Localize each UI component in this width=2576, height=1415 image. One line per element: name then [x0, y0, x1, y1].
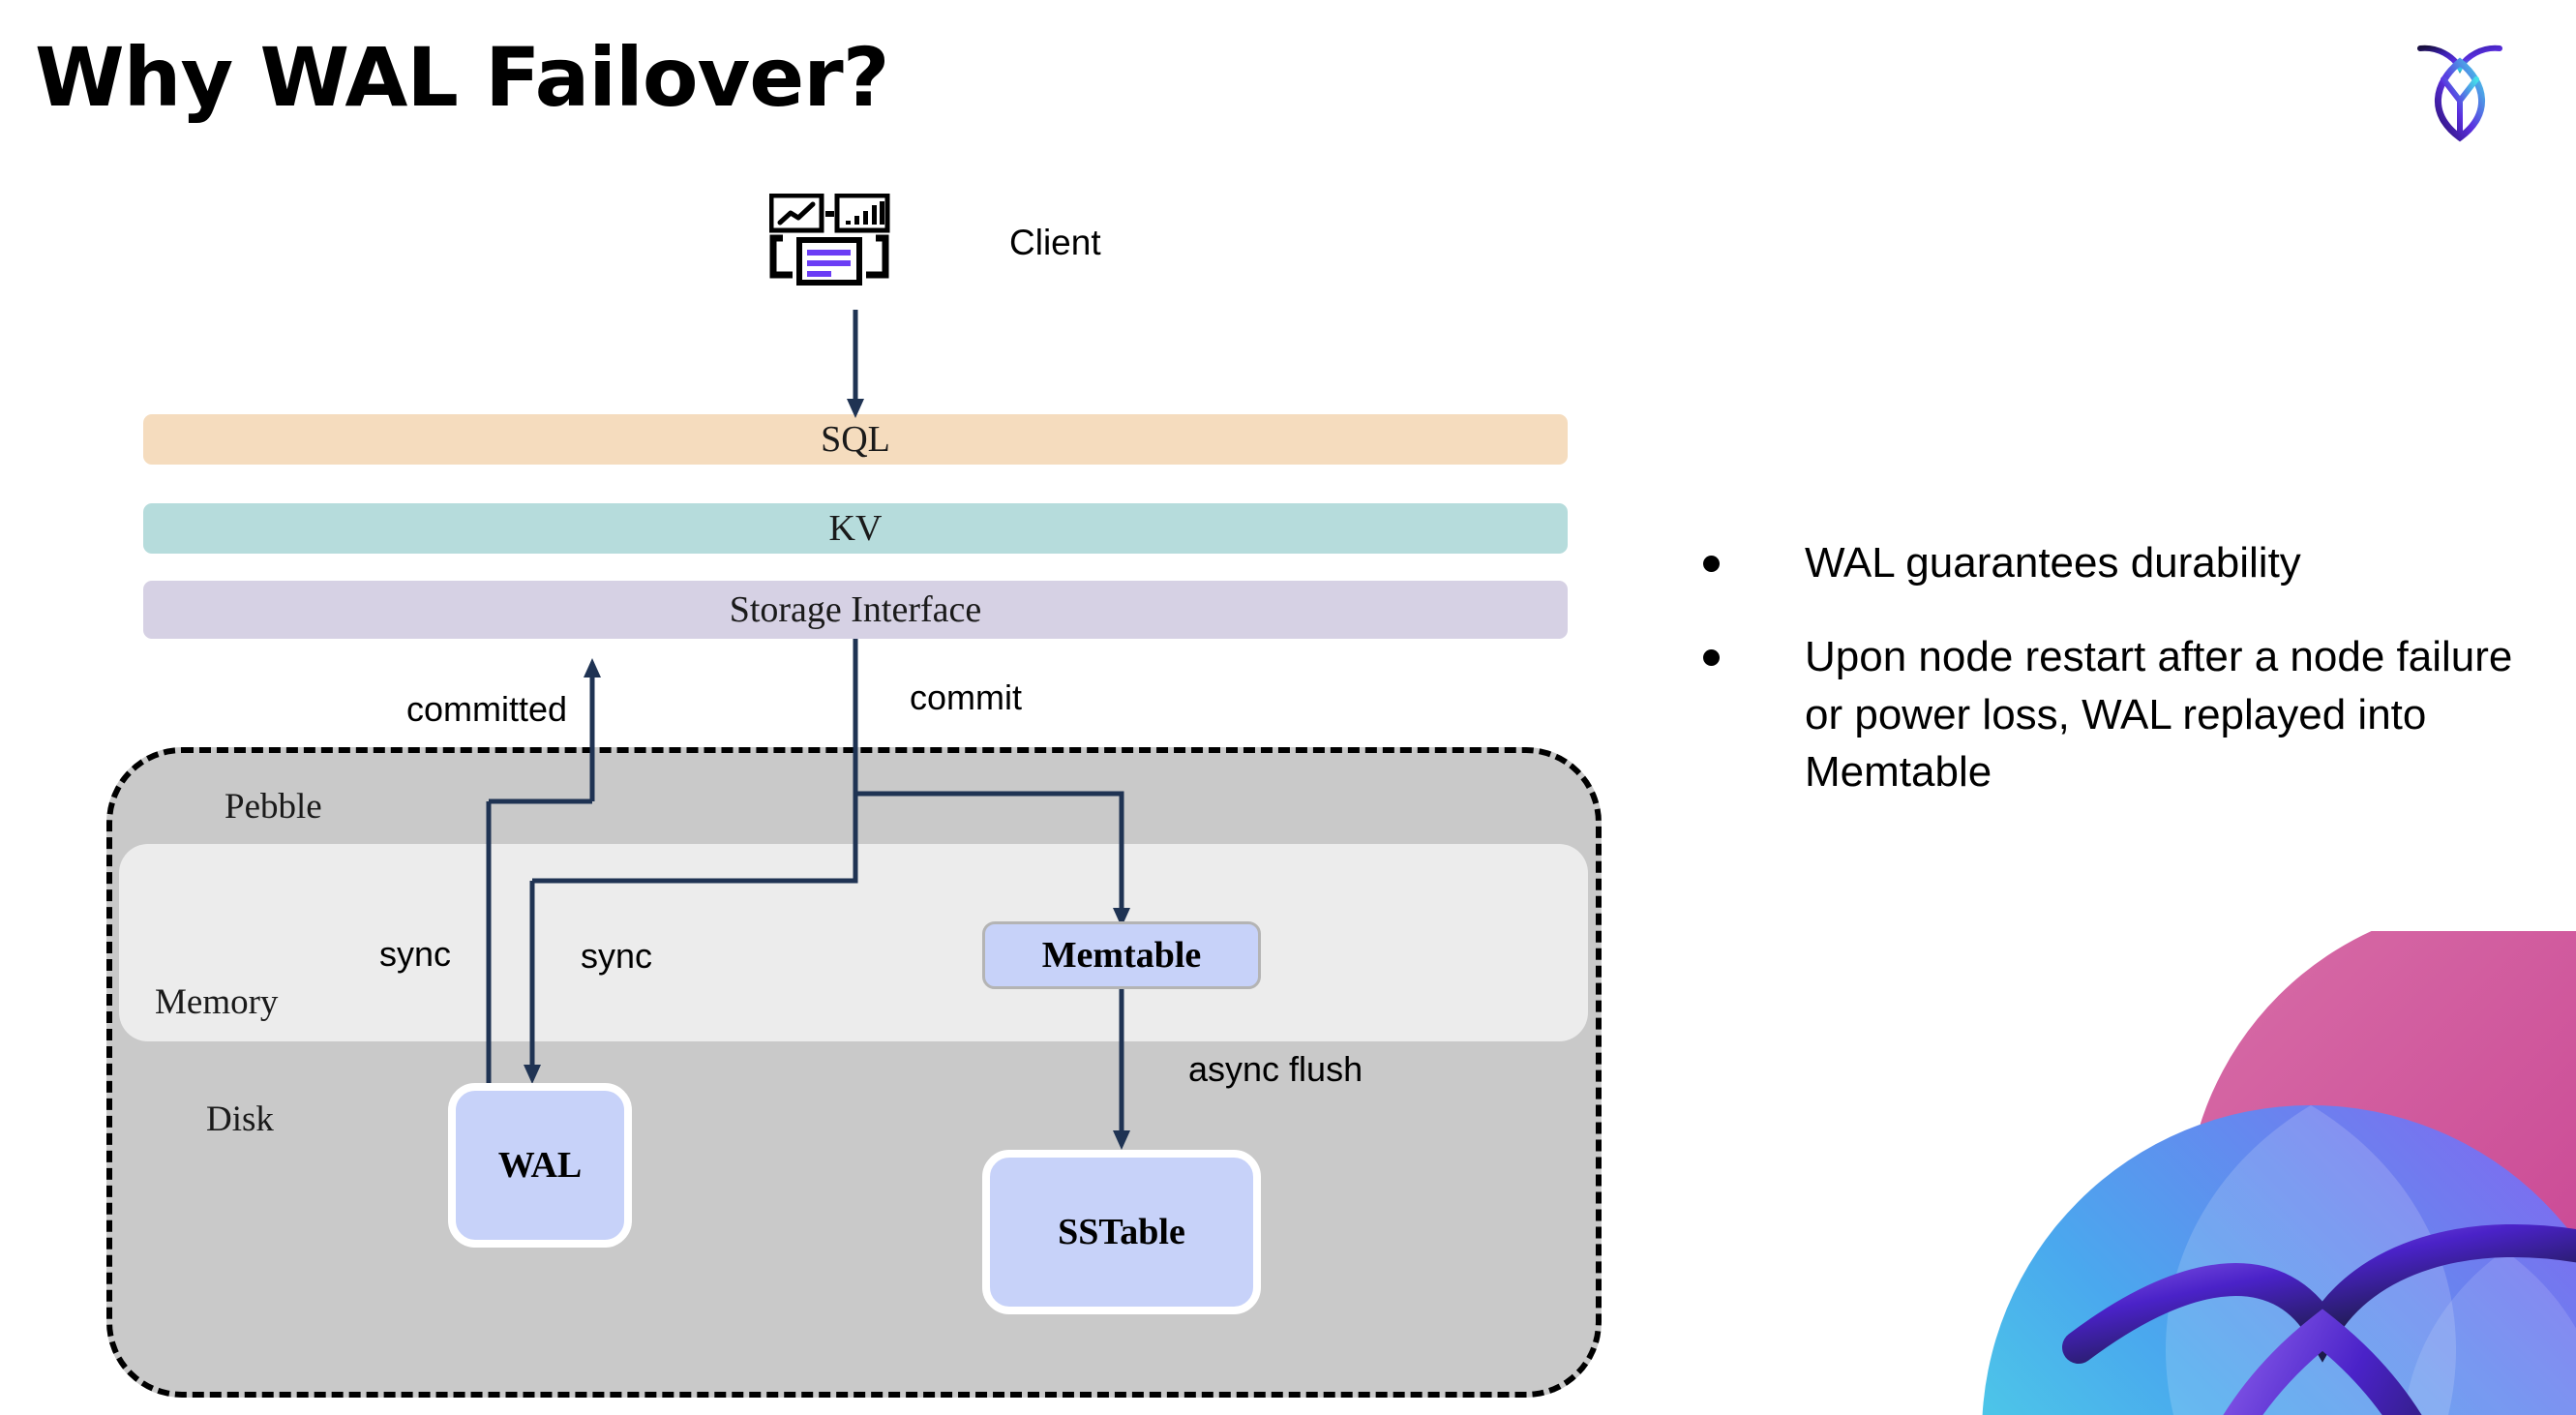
edge-label-async-flush: async flush: [1188, 1049, 1363, 1089]
layer-bar-sql-label: SQL: [821, 419, 890, 460]
bullet-list: WAL guarantees durability Upon node rest…: [1703, 534, 2516, 838]
node-memtable-label: Memtable: [1041, 935, 1202, 976]
bullet-text: Upon node restart after a node failure o…: [1805, 633, 2513, 797]
layer-bar-kv: KV: [143, 503, 1568, 554]
list-item: Upon node restart after a node failure o…: [1703, 628, 2516, 800]
edge-label-sync-1: sync: [379, 934, 452, 974]
node-wal-label: WAL: [497, 1145, 583, 1186]
client-label: Client: [1009, 223, 1101, 262]
node-memtable: Memtable: [982, 921, 1261, 989]
bullet-text: WAL guarantees durability: [1805, 539, 2301, 587]
node-wal: WAL: [448, 1083, 632, 1248]
pebble-label: Pebble: [225, 787, 322, 827]
cockroachdb-logo-icon: [2416, 37, 2503, 143]
bullet-dot-icon: [1703, 556, 1720, 572]
edge-label-committed: committed: [406, 689, 568, 729]
memory-region: [119, 844, 1588, 1041]
edge-label-sync-2: sync: [581, 936, 653, 976]
list-item: WAL guarantees durability: [1703, 534, 2516, 591]
cockroachdb-watermark-icon: [1962, 931, 2576, 1415]
edge-label-commit: commit: [910, 677, 1022, 717]
disk-label: Disk: [206, 1099, 274, 1139]
bullet-dot-icon: [1703, 649, 1720, 667]
layer-bar-sql: SQL: [143, 414, 1568, 465]
page-title: Why WAL Failover?: [35, 30, 889, 125]
node-sstable-label: SSTable: [1058, 1212, 1185, 1252]
node-sstable: SSTable: [982, 1150, 1261, 1314]
layer-bar-kv-label: KV: [828, 508, 883, 549]
layer-bar-storage-interface-label: Storage Interface: [729, 589, 982, 630]
memory-label: Memory: [155, 982, 279, 1022]
layer-bar-storage-interface: Storage Interface: [143, 581, 1568, 639]
edge-committed-arrowhead: [584, 658, 601, 677]
client-monitor-icon: [768, 193, 924, 310]
